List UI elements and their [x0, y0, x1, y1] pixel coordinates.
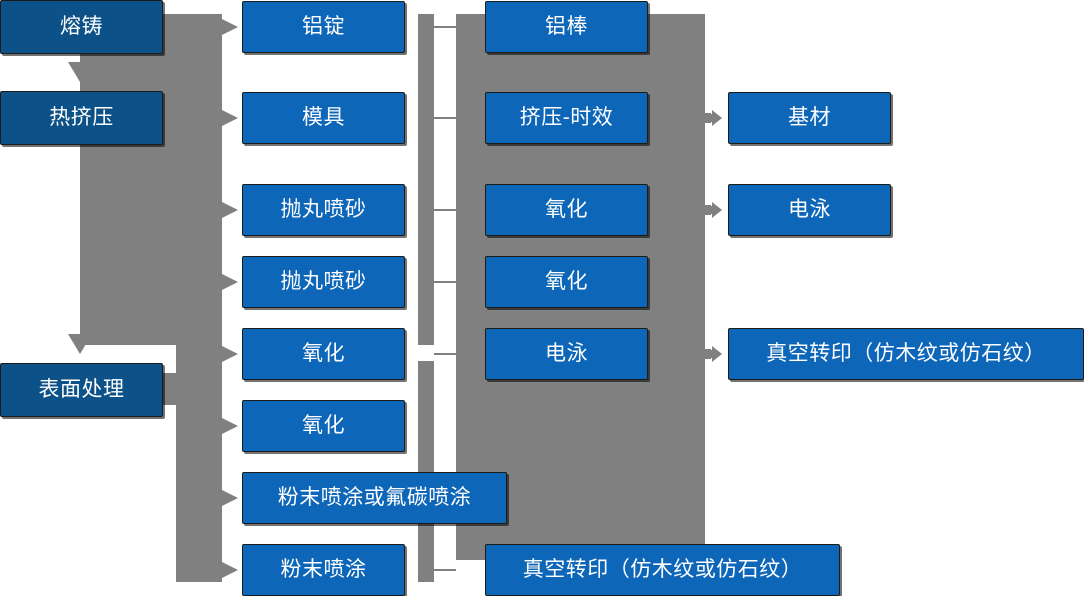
node-electrophoresis-1-label: 电泳	[545, 342, 588, 366]
node-shot-blasting-2-label: 抛丸喷砂	[280, 270, 367, 294]
stage-hot-extrusion[interactable]: 热挤压	[0, 91, 163, 145]
arrowhead-to-shot-blasting-2	[222, 274, 238, 290]
node-aluminum-rod-label: 铝棒	[545, 15, 588, 39]
node-powder-or-pvdf-coating-label: 粉末喷涂或氟碳喷涂	[277, 486, 472, 510]
arrowhead-to-vacuum-transfer-1	[700, 346, 722, 362]
node-powder-coating-label: 粉末喷涂	[280, 558, 367, 582]
node-extrusion-aging-label: 挤压-时效	[519, 106, 614, 130]
node-oxidation-3[interactable]: 氧化	[485, 184, 648, 236]
node-electrophoresis-2[interactable]: 电泳	[728, 184, 891, 236]
stage-surface-treatment[interactable]: 表面处理	[0, 363, 163, 417]
node-oxidation-1-label: 氧化	[302, 342, 345, 366]
stage-melting-label: 熔铸	[60, 15, 103, 39]
arrowhead-to-electrophoresis-2	[700, 202, 722, 218]
node-oxidation-4[interactable]: 氧化	[485, 256, 648, 308]
node-die[interactable]: 模具	[242, 92, 405, 144]
arrowhead-to-oxidation-2	[222, 418, 238, 434]
arrowhead-melting-to-extrusion	[68, 62, 92, 82]
arrowhead-to-oxidation-1	[222, 346, 238, 362]
node-vacuum-transfer-2[interactable]: 真空转印（仿木纹或仿石纹）	[485, 544, 840, 596]
stage-hot-extrusion-label: 热挤压	[49, 106, 114, 130]
node-shot-blasting-1-label: 抛丸喷砂	[280, 198, 367, 222]
node-aluminum-rod[interactable]: 铝棒	[485, 1, 648, 53]
node-aluminum-ingot-label: 铝锭	[302, 15, 345, 39]
stage-surface-treatment-label: 表面处理	[38, 378, 125, 402]
node-substrate[interactable]: 基材	[728, 92, 891, 144]
node-extrusion-aging[interactable]: 挤压-时效	[485, 92, 648, 144]
arrowhead-to-substrate	[700, 110, 722, 126]
arrowhead-to-shot-blasting-1	[222, 202, 238, 218]
node-oxidation-2[interactable]: 氧化	[242, 400, 405, 452]
node-shot-blasting-1[interactable]: 抛丸喷砂	[242, 184, 405, 236]
arrowhead-extrusion-to-surface	[68, 334, 92, 354]
arrowhead-to-die	[222, 110, 238, 126]
node-powder-or-pvdf-coating[interactable]: 粉末喷涂或氟碳喷涂	[242, 472, 507, 524]
node-shot-blasting-2[interactable]: 抛丸喷砂	[242, 256, 405, 308]
arrowhead-to-powder-coating	[222, 562, 238, 578]
node-oxidation-2-label: 氧化	[302, 414, 345, 438]
node-oxidation-3-label: 氧化	[545, 198, 588, 222]
stage-melting[interactable]: 熔铸	[0, 0, 163, 54]
node-electrophoresis-2-label: 电泳	[788, 198, 831, 222]
node-substrate-label: 基材	[788, 106, 831, 130]
node-oxidation-1[interactable]: 氧化	[242, 328, 405, 380]
arrowhead-to-powder-or-pvdf	[222, 490, 238, 506]
node-vacuum-transfer-2-label: 真空转印（仿木纹或仿石纹）	[522, 558, 803, 582]
node-vacuum-transfer-1[interactable]: 真空转印（仿木纹或仿石纹）	[728, 328, 1084, 380]
node-aluminum-ingot[interactable]: 铝锭	[242, 1, 405, 53]
node-oxidation-4-label: 氧化	[545, 270, 588, 294]
node-powder-coating[interactable]: 粉末喷涂	[242, 544, 405, 596]
arrowhead-to-aluminum-ingot	[222, 19, 238, 35]
node-vacuum-transfer-1-label: 真空转印（仿木纹或仿石纹）	[766, 342, 1046, 366]
node-electrophoresis-1[interactable]: 电泳	[485, 328, 648, 380]
node-die-label: 模具	[302, 106, 345, 130]
stub-surface-to-trunk	[163, 387, 179, 390]
column-four-arrows	[700, 110, 722, 362]
